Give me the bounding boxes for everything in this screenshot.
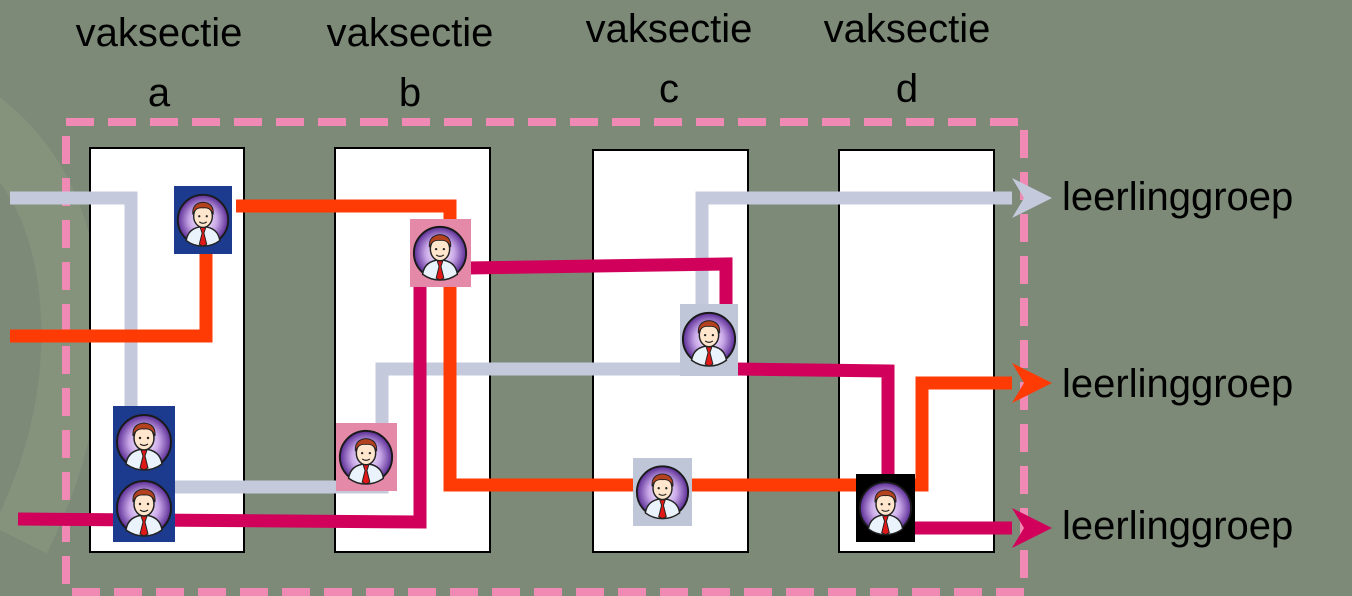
section-header-c: vaksectie c <box>559 6 779 112</box>
route-grey-arrowhead <box>1012 178 1052 218</box>
vaksectie-frame <box>62 118 1028 596</box>
section-letter: a <box>147 71 171 115</box>
teacher-icon <box>633 458 692 526</box>
section-letter: d <box>895 67 919 111</box>
section-header-b: vaksectie b <box>300 10 520 116</box>
route-magenta-arrowhead <box>1012 508 1052 548</box>
route-magenta-mid <box>467 257 733 306</box>
section-letter: b <box>398 71 422 115</box>
route-orange-in <box>10 246 213 343</box>
teacher-icon <box>856 474 915 542</box>
output-label-grey: leerlinggroep <box>1062 175 1294 219</box>
teacher-icon <box>115 479 173 538</box>
background-swirl <box>0 97 102 554</box>
route-orange-arrowhead <box>1012 363 1052 403</box>
teacher-icon <box>336 423 397 491</box>
route-magenta-late <box>735 362 895 478</box>
teacher-icon <box>174 186 232 254</box>
section-label: vaksectie <box>75 11 243 55</box>
section-label: vaksectie <box>326 11 494 55</box>
output-label-orange: leerlinggroep <box>1062 362 1294 406</box>
section-label: vaksectie <box>585 7 753 51</box>
output-label-magenta: leerlinggroep <box>1062 504 1294 548</box>
section-header-a: vaksectie a <box>49 10 269 116</box>
section-label: vaksectie <box>823 7 991 51</box>
section-header-d: vaksectie d <box>797 6 1017 112</box>
teacher-icon <box>680 304 738 376</box>
teacher-icon <box>410 219 471 287</box>
section-letter: c <box>659 67 679 111</box>
